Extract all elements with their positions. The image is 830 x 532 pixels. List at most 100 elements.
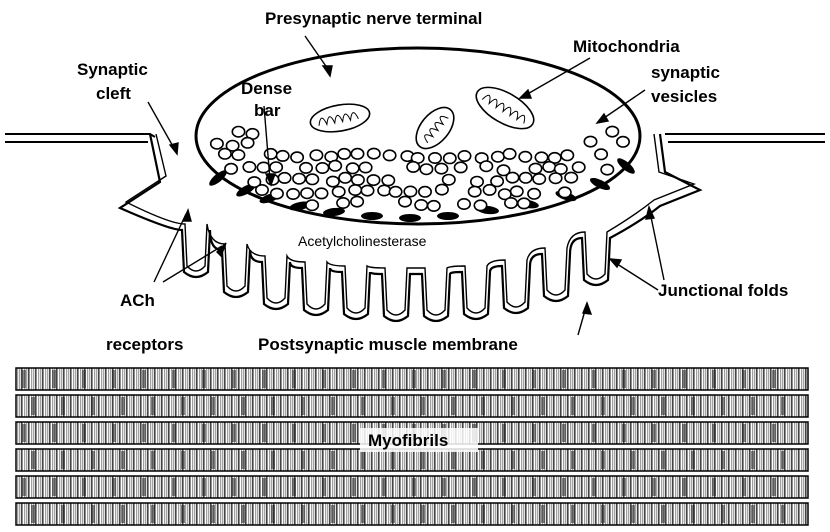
myofibril-band [91,397,95,415]
myofibril-band [601,451,605,469]
myofibril-band [541,505,545,523]
myofibril-band [301,451,305,469]
myofibril-band [382,370,386,388]
myofibril-band [472,478,476,496]
synaptic-vesicle [529,163,541,173]
synaptic-vesicle [339,173,351,183]
myofibril-band [571,505,575,523]
myofibril-band [451,397,455,415]
synaptic-vesicle [211,139,223,149]
myofibril-band [712,478,716,496]
myofibril-band [391,451,395,469]
myofibril-band [241,397,245,415]
myofibril-band [121,397,125,415]
myofibril-band [652,370,656,388]
synaptic-vesicle [535,152,547,162]
myofibril [16,503,808,525]
myofibril-band [172,370,176,388]
myofibril-band [532,424,536,442]
myofibril-band [472,370,476,388]
myofibril-band [532,370,536,388]
synaptic-vesicle [565,172,577,182]
synaptic-vesicle [349,185,361,195]
synaptic-vesicle [455,162,467,172]
synaptic-vesicle [243,162,255,172]
myofibril-band [481,397,485,415]
synaptic-vesicle [436,184,448,194]
myofibril-band [421,397,425,415]
myofibril-band [31,397,35,415]
myofibril-band [511,451,515,469]
myofibril-band [772,478,776,496]
synaptic-vesicle [316,163,328,173]
synaptic-vesicle [428,201,440,211]
synaptic-vesicle [617,137,629,147]
myofibril-band [781,451,785,469]
myofibril-band [121,505,125,523]
myofibril-band [772,424,776,442]
synaptic-vesicle [293,174,305,184]
myofibril-band [262,370,266,388]
myofibril-band [52,478,56,496]
synaptic-vesicle [458,199,470,209]
synaptic-vesicle [444,153,456,163]
myofibril-band [31,505,35,523]
myofibril-band [172,478,176,496]
dense-bar [361,212,383,220]
myofibril-band [661,397,665,415]
synaptic-vesicle [471,177,483,187]
myofibril-band [412,370,416,388]
myofibril-band [181,505,185,523]
myofibril-band [91,451,95,469]
myofibril-band [541,397,545,415]
synaptic-vesicle [315,188,327,198]
myofibril-band [112,424,116,442]
synaptic-vesicle [458,151,470,161]
label-myofibrils: Myofibrils [368,431,448,450]
synaptic-vesicle [549,173,561,183]
synaptic-vesicle [225,164,237,174]
synaptic-vesicle [241,138,253,148]
myofibril-band [202,424,206,442]
myofibril-band [631,451,635,469]
myofibril-band [151,451,155,469]
synaptic-vesicle [584,136,596,146]
synaptic-vesicle [368,148,380,158]
myofibril-band [292,370,296,388]
myofibril-band [481,451,485,469]
myofibril-band [451,451,455,469]
myofibril-band [532,478,536,496]
synaptic-vesicle [399,196,411,206]
synaptic-vesicle [310,150,322,160]
synaptic-vesicle [329,161,341,171]
label-synaptic-vesicles-line2: vesicles [651,87,717,106]
synaptic-vesicle [265,149,277,159]
synaptic-vesicle [359,162,371,172]
myofibril-band [232,478,236,496]
myofibril-band [562,478,566,496]
myofibril-band [151,397,155,415]
myofibril-band [142,370,146,388]
myofibril-band [172,424,176,442]
myofibril-band [661,451,665,469]
myofibril-band [742,424,746,442]
myofibril-band [652,478,656,496]
synaptic-vesicle [595,149,607,159]
myofibril-band [301,397,305,415]
synaptic-vesicle [528,189,540,199]
synaptic-vesicle [389,187,401,197]
synaptic-vesicle [420,164,432,174]
myofibril-band [331,397,335,415]
label-synaptic-cleft-line1: Synaptic [77,60,148,79]
myofibril-band [721,397,725,415]
myofibril-band [82,424,86,442]
synaptic-vesicle [382,175,394,185]
myofibril-band [112,370,116,388]
myofibril-band [442,370,446,388]
myofibril-band [622,478,626,496]
myofibril-band [502,424,506,442]
myofibril-band [61,505,65,523]
myofibril-band [682,424,686,442]
synaptic-vesicle [306,174,318,184]
myofibril-band [232,424,236,442]
